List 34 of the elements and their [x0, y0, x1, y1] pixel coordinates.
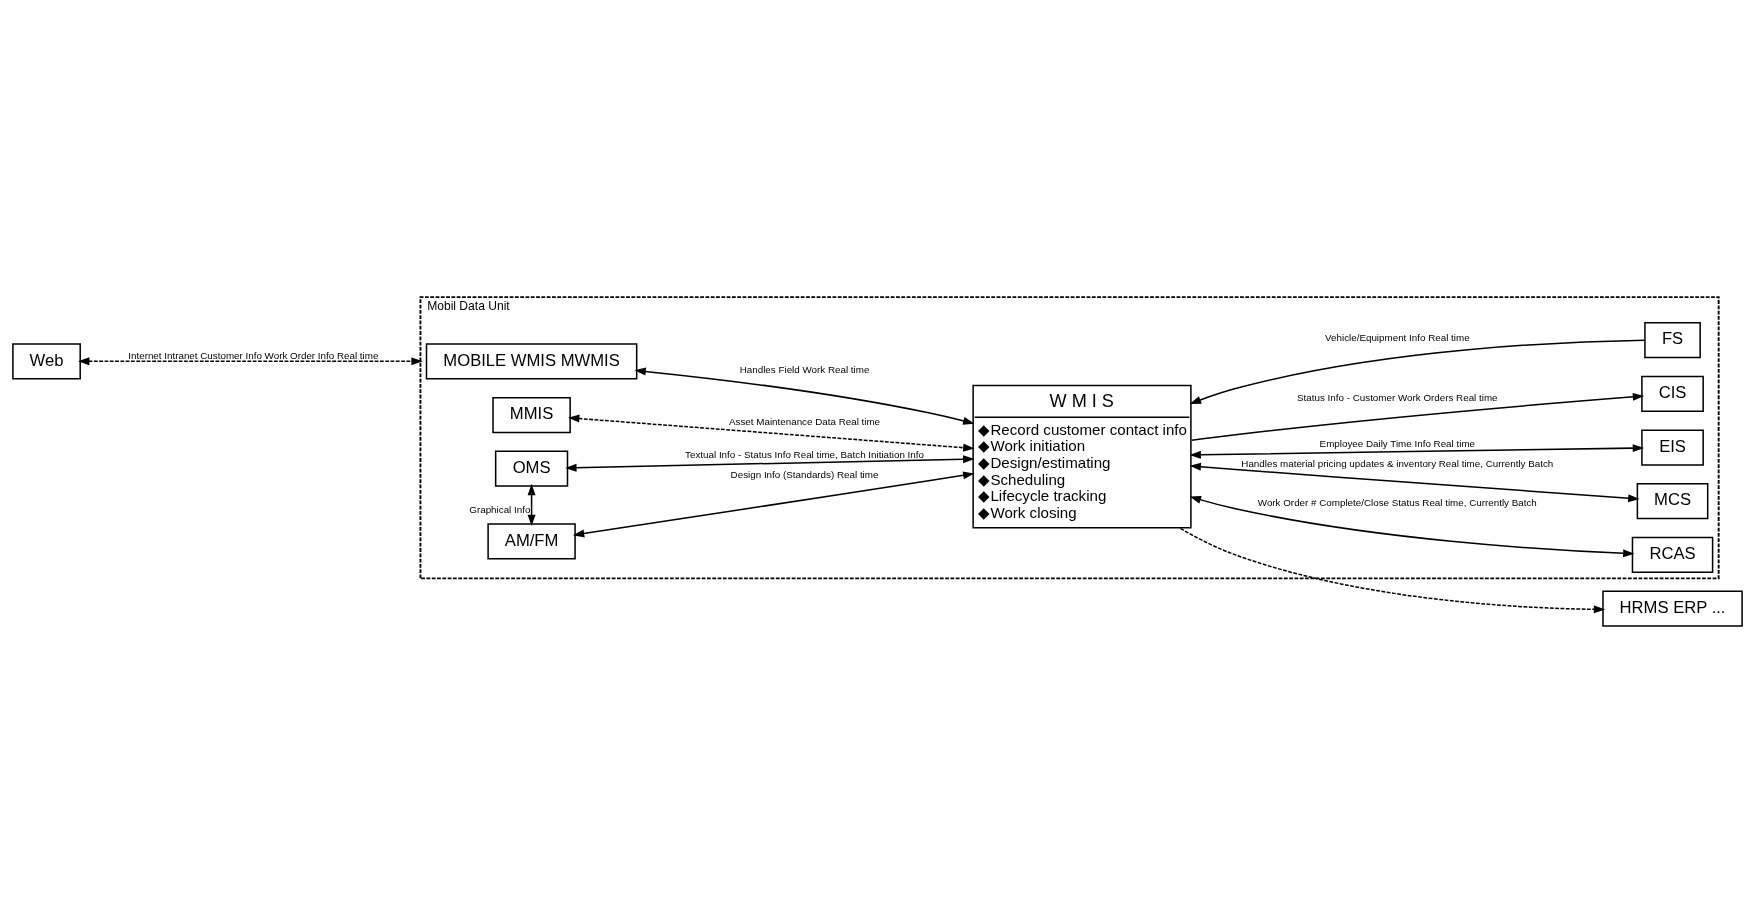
arrow	[1189, 495, 1635, 558]
edge-label: Textual Info - Status Info Real time, Batch Initiation Info	[685, 448, 924, 460]
edge-label: Handles material pricing updates & inventory Real time, Currently Batch	[1241, 457, 1554, 469]
node-box: Web	[12, 343, 81, 380]
edge-label: Asset Maintenance Data Real time	[729, 416, 881, 428]
node-box: OMS	[494, 450, 569, 487]
arrow	[1179, 527, 1606, 614]
arrow	[572, 471, 975, 538]
node-box: MCS	[1636, 483, 1709, 520]
arrow	[78, 357, 423, 366]
arrow	[527, 483, 536, 526]
arrow	[1191, 392, 1645, 442]
node-box: RCAS	[1631, 536, 1714, 574]
arrow	[1189, 444, 1645, 459]
edge-label: Graphical Info	[469, 504, 531, 516]
edge-label: Employee Daily Time Info Real time	[1319, 438, 1476, 450]
arrow	[565, 455, 975, 472]
arrow	[1189, 339, 1646, 405]
node-box: CIS	[1641, 375, 1704, 412]
node-box: HRMS ERP ...	[1602, 590, 1743, 627]
node-box: AM/FM	[487, 523, 576, 560]
edge-label: Status Info - Customer Work Orders Real time	[1297, 391, 1498, 403]
arrow	[634, 367, 975, 425]
edge-label: Handles Field Work Real time	[739, 363, 870, 375]
edge-label: Vehicle/Equipment Info Real time	[1325, 332, 1470, 344]
node-box: MMIS	[492, 396, 571, 434]
node-box: EIS	[1641, 429, 1704, 466]
node-box: FS	[1644, 322, 1701, 359]
edge-label: Work Order # Complete/Close Status Real time, Currently Batch	[1257, 497, 1537, 509]
edge-label: Internet Intranet Customer Info Work Order Info Real time	[128, 349, 379, 361]
arrow	[1189, 462, 1640, 503]
arrow	[568, 414, 975, 452]
node-box: MOBILE WMIS MWMIS	[425, 343, 638, 380]
edge-label: Design Info (Standards) Real time	[730, 469, 879, 481]
